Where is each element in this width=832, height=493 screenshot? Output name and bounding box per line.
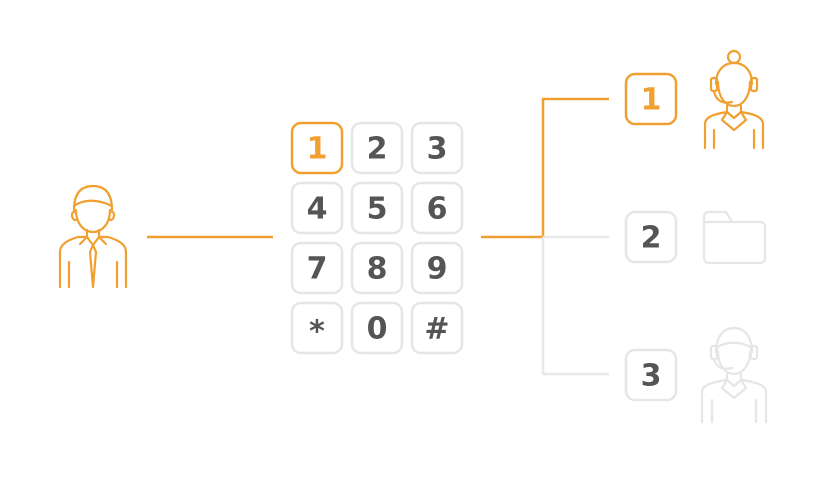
key-0-box[interactable] [350,301,404,355]
key-5[interactable]: 5 [350,181,404,235]
key-8-label: 8 [367,252,388,287]
agent-male-icon [700,326,768,424]
key-6[interactable]: 6 [410,181,464,235]
key-hash-label: # [424,312,449,347]
key-9[interactable]: 9 [410,241,464,295]
key-1-label: 1 [307,132,328,167]
key-4-label: 4 [307,192,328,227]
key-star-label: * [309,315,325,350]
key-6-label: 6 [427,192,448,227]
option-1[interactable]: 1 [624,72,678,126]
option-1-label: 1 [641,83,662,118]
option-2[interactable]: 2 [624,210,678,264]
key-2[interactable]: 2 [350,121,404,175]
connectors [147,97,609,376]
branch-to-option-3-line [541,237,609,376]
option-3[interactable]: 3 [624,348,678,402]
option-3-label: 3 [641,359,662,394]
key-9-box[interactable] [410,241,464,295]
key-3-label: 3 [427,132,448,167]
key-star[interactable]: * [290,301,344,355]
key-1[interactable]: 1 [290,121,344,175]
option-3-box[interactable] [624,348,678,402]
agent-female-icon [703,49,765,150]
key-0-label: 0 [367,312,388,347]
key-7-label: 7 [307,252,328,287]
key-4-box[interactable] [290,181,344,235]
option-2-label: 2 [641,221,662,256]
key-6-box[interactable] [410,181,464,235]
key-0[interactable]: 0 [350,301,404,355]
key-2-box[interactable] [350,121,404,175]
keypad: 1 2 3 4 5 6 7 8 9 * 0 # [290,121,464,355]
key-5-box[interactable] [350,181,404,235]
key-1-box[interactable] [290,121,344,175]
key-7-box[interactable] [290,241,344,295]
key-7[interactable]: 7 [290,241,344,295]
option-2-box[interactable] [624,210,678,264]
key-3-box[interactable] [410,121,464,175]
caller-male-icon [58,184,128,289]
keypad-to-option-1-line [481,97,609,239]
key-hash-box[interactable] [410,301,464,355]
key-5-label: 5 [367,192,388,227]
folder-icon [702,210,767,265]
key-hash[interactable]: # [410,301,464,355]
key-3[interactable]: 3 [410,121,464,175]
option-1-box[interactable] [624,72,678,126]
key-8-box[interactable] [350,241,404,295]
key-4[interactable]: 4 [290,181,344,235]
key-8[interactable]: 8 [350,241,404,295]
key-2-label: 2 [367,132,388,167]
key-9-label: 9 [427,252,448,287]
key-star-box[interactable] [290,301,344,355]
